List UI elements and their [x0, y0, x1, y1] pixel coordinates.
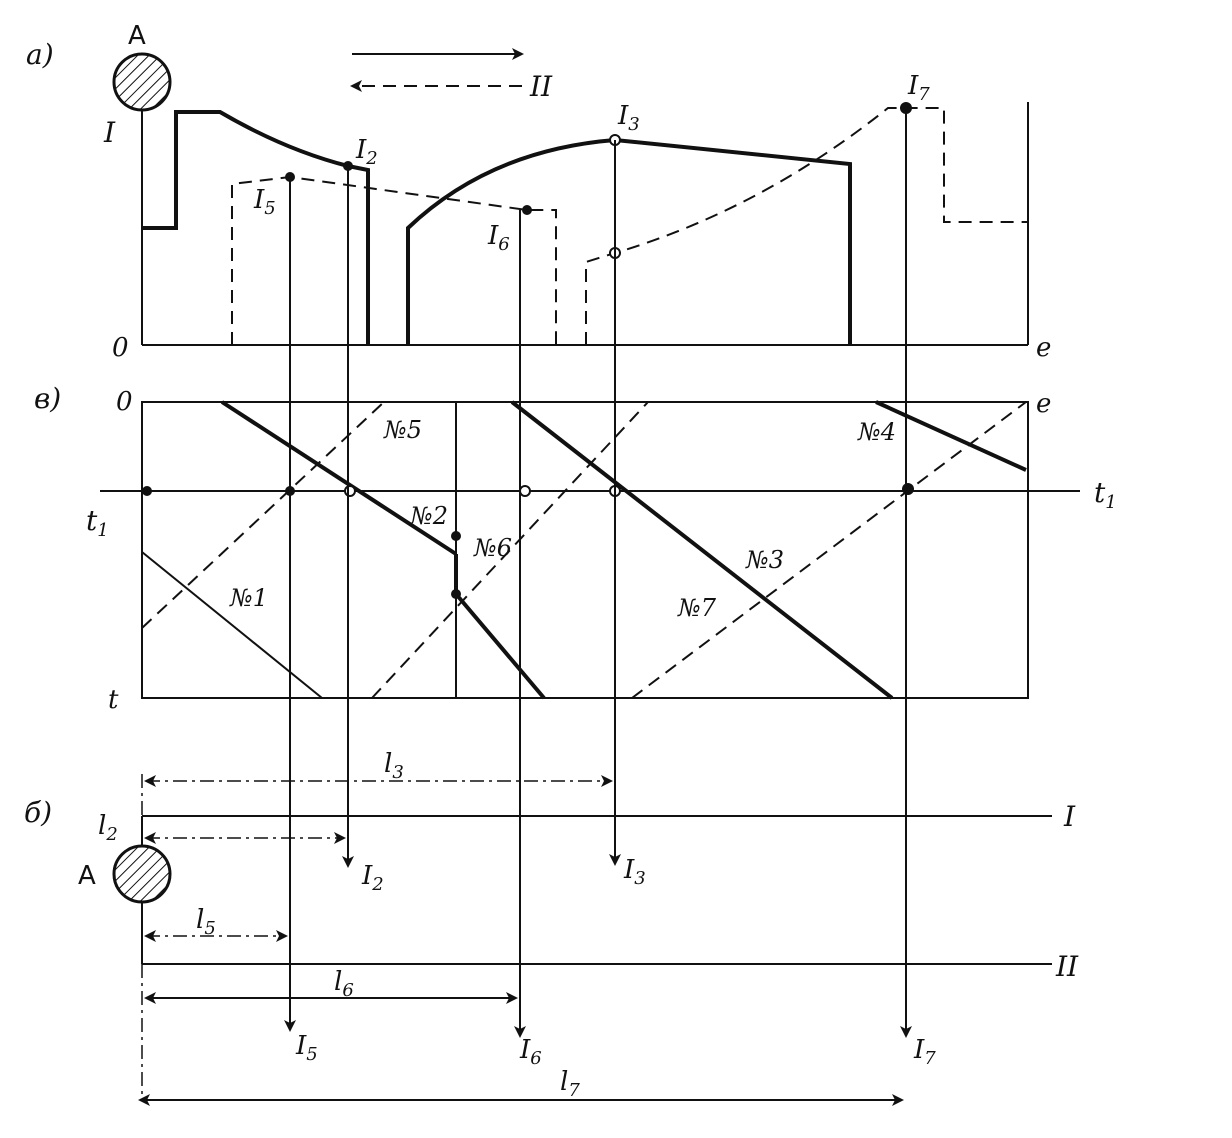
train-label-1: №1	[229, 584, 268, 612]
current-label-I6: I6	[519, 1035, 542, 1069]
label-I2: I2	[355, 135, 378, 169]
schedule-t-label: t	[108, 685, 119, 715]
train-label-7: №7	[677, 594, 717, 622]
distance-label-l6: l6	[334, 967, 354, 1001]
track-label-I: I	[1063, 800, 1076, 833]
node-train2-stop-end	[451, 589, 461, 599]
direction-label-II: II	[529, 70, 553, 103]
t1-right-label: t1	[1094, 476, 1117, 513]
load-curve-II-right	[585, 107, 1028, 345]
current-label-I2: I2	[361, 861, 384, 895]
origin-label: 0	[112, 333, 129, 363]
train-line-6	[371, 401, 649, 699]
end-label-e: e	[1036, 333, 1051, 363]
label-I6: I6	[487, 221, 510, 255]
label-I7: I7	[907, 71, 930, 105]
node-I6	[519, 485, 531, 497]
schedule-origin-label: 0	[116, 387, 133, 417]
train-label-3: №3	[745, 546, 784, 574]
load-curve-I-right	[406, 137, 852, 345]
distance-label-l5: l5	[196, 905, 216, 939]
node-I7	[902, 483, 914, 495]
train-label-4: №4	[857, 418, 896, 446]
current-label-I5: I5	[295, 1031, 318, 1065]
train-line-7	[631, 401, 1027, 699]
panel-label-v: в)	[34, 382, 61, 415]
axis-label-I: I	[103, 116, 116, 149]
station-label-top: А	[128, 21, 146, 51]
distance-label-l2: l2	[98, 811, 118, 845]
train-line-2-continue	[454, 592, 546, 700]
current-label-I7: I7	[913, 1035, 936, 1069]
panel-label-a: а)	[26, 38, 54, 71]
train-line-4	[875, 400, 1027, 472]
train-line-3	[510, 400, 894, 700]
node-start	[142, 486, 152, 496]
train-line-1	[141, 551, 323, 699]
distance-label-l7: l7	[560, 1067, 580, 1101]
label-I3: I3	[617, 101, 640, 135]
panel-label-b: б)	[24, 796, 52, 829]
track-label-II: II	[1055, 950, 1079, 983]
station-label-bottom: А	[78, 861, 96, 891]
load-curve-II-left	[231, 175, 557, 345]
load-curve-I-left	[142, 110, 370, 345]
node-train2-stop-start	[451, 531, 461, 541]
schedule-frame	[141, 401, 1029, 699]
node-I2	[344, 485, 356, 497]
train-line-5	[141, 401, 385, 629]
station-icon-top	[112, 52, 172, 112]
train-label-2: №2	[409, 502, 448, 530]
t1-left-label: t1	[86, 504, 109, 541]
schedule-end-label: e	[1036, 389, 1051, 419]
distance-label-l3: l3	[384, 749, 404, 783]
current-label-I3: I3	[623, 855, 646, 889]
train-line-2	[220, 400, 458, 556]
train-label-6: №6	[473, 534, 512, 562]
label-I5: I5	[253, 185, 276, 219]
station-icon-bottom	[112, 844, 172, 904]
train-label-5: №5	[383, 416, 422, 444]
point-I6	[522, 205, 532, 215]
